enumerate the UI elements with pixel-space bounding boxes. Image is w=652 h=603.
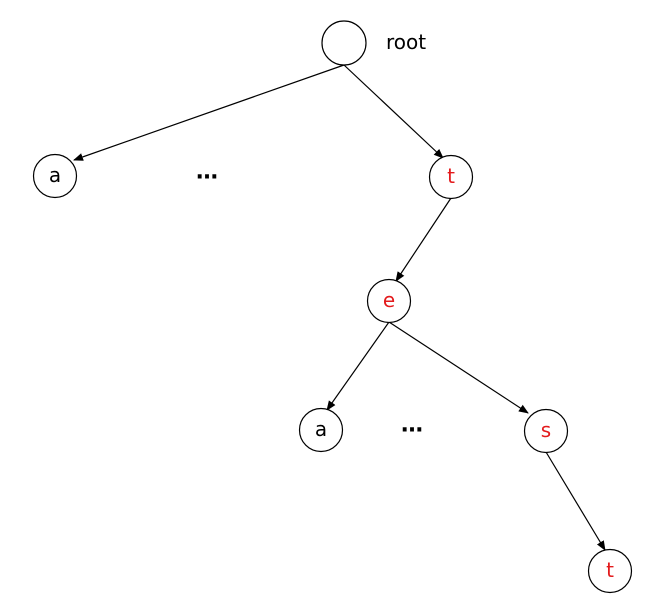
edge-root-to-a xyxy=(73,64,345,161)
edge-e-to-a xyxy=(326,321,390,411)
node-t-leaf-circle xyxy=(587,548,633,594)
node-t-circle xyxy=(428,154,474,200)
node-a-lower-label: a xyxy=(315,417,327,441)
node-e-circle xyxy=(366,278,412,324)
node-a-lower-circle xyxy=(298,407,344,453)
node-root xyxy=(321,20,367,66)
node-s: s xyxy=(523,408,569,454)
root-label: root xyxy=(386,30,426,54)
edges xyxy=(73,64,606,551)
edge-s-to-t xyxy=(545,451,606,551)
node-root-circle xyxy=(321,20,367,66)
node-t: t xyxy=(428,154,474,200)
node-s-label: s xyxy=(541,418,551,442)
edge-e-to-s xyxy=(388,321,529,414)
node-s-circle xyxy=(523,408,569,454)
ellipsis-level3: … xyxy=(401,413,423,438)
edge-root-to-t xyxy=(343,64,444,159)
node-a-left-circle xyxy=(32,153,78,199)
ellipsis-level1: … xyxy=(196,160,218,185)
node-a-left-label: a xyxy=(49,163,61,187)
node-a-lower: a xyxy=(298,407,344,453)
node-t-leaf: t xyxy=(587,548,633,594)
node-e-label: e xyxy=(383,288,395,312)
node-a-left: a xyxy=(32,153,78,199)
node-t-leaf-label: t xyxy=(606,558,614,582)
node-e: e xyxy=(366,278,412,324)
node-t-label: t xyxy=(447,164,455,188)
edge-t-to-e xyxy=(395,197,452,282)
